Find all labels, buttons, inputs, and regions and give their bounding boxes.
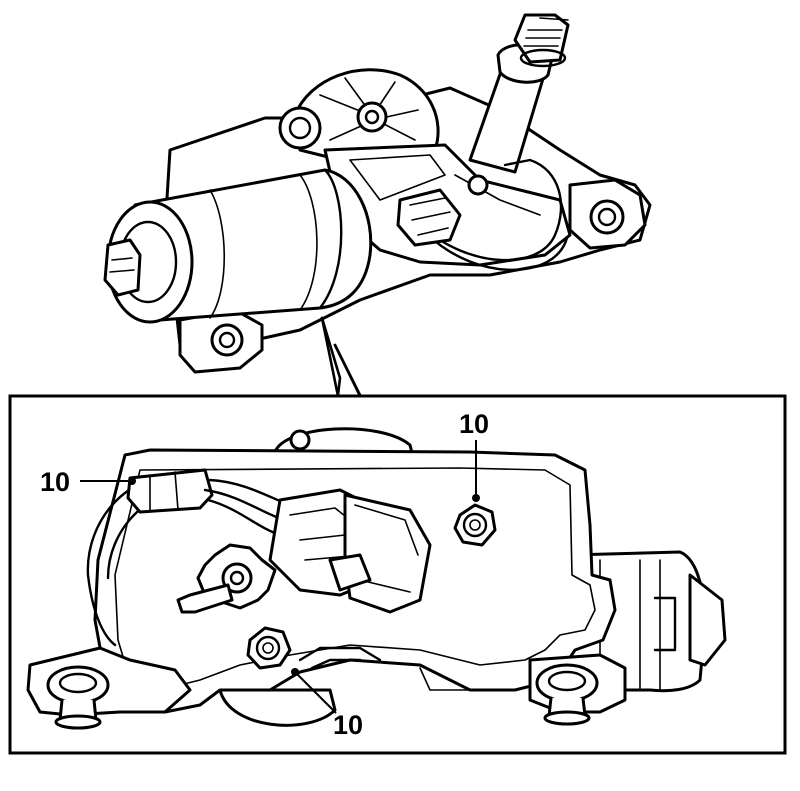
callout-left: 10	[40, 467, 136, 497]
callout-left-label: 10	[40, 467, 70, 497]
callout-top-right: 10	[459, 409, 489, 502]
wiper-motor-assembly	[103, 13, 652, 374]
callout-bottom-label: 10	[333, 710, 363, 740]
callout-bottom: 10	[291, 668, 363, 740]
grommet-left	[46, 665, 110, 730]
mounting-nut-lower	[246, 626, 292, 670]
mounting-nut-upper	[453, 503, 497, 547]
callout-top-right-label: 10	[459, 409, 489, 439]
grommet-right	[535, 663, 599, 726]
wiper-motor-rear-view	[26, 427, 727, 730]
